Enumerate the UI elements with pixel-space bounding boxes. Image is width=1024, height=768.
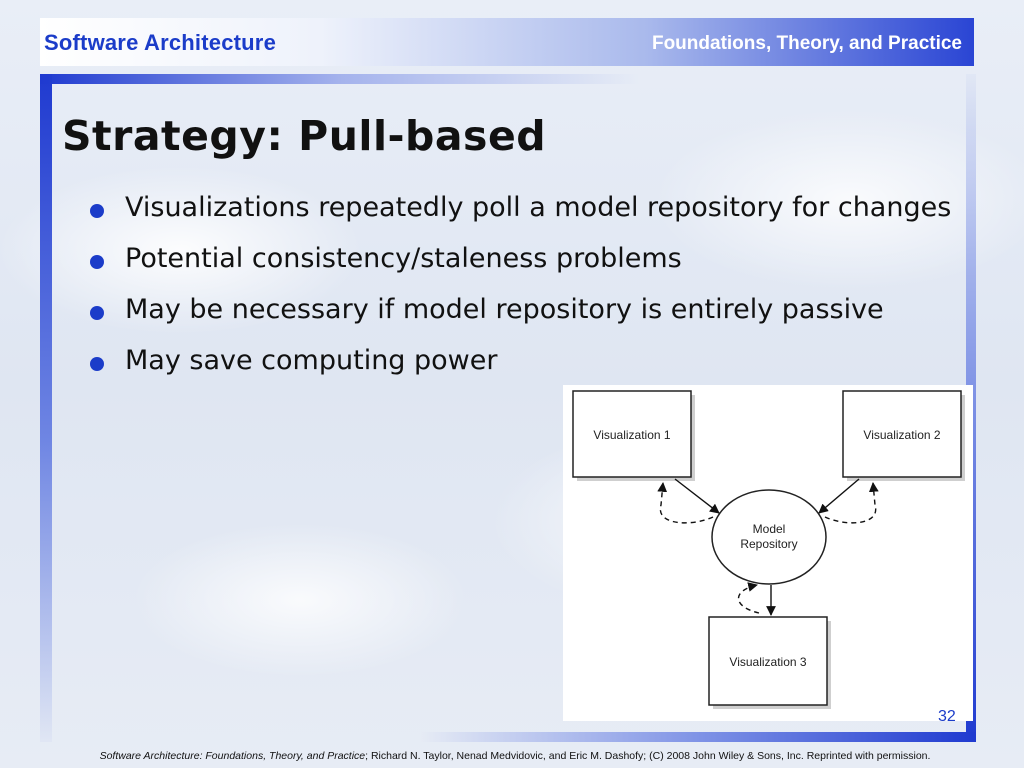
visualization-1-label: Visualization 1 — [593, 428, 670, 442]
bullet-dot-icon — [90, 357, 104, 371]
footer-book-title: Software Architecture: Foundations, Theo… — [99, 750, 366, 762]
bullet-list: Visualizations repeatedly poll a model r… — [86, 188, 966, 392]
visualization-2-box — [842, 390, 962, 478]
repository-label-line1: Model — [753, 522, 786, 536]
response-arrow-2 — [824, 482, 879, 524]
model-repository-node — [711, 489, 827, 585]
footer-citation: Software Architecture: Foundations, Theo… — [0, 750, 1024, 762]
header-bar — [40, 18, 974, 66]
visualization-3-box — [708, 616, 828, 706]
visualization-3-label: Visualization 3 — [729, 655, 806, 669]
response-arrow-1 — [657, 482, 714, 524]
bullet-text: May save computing power — [125, 345, 498, 376]
visualization-1-box — [572, 390, 692, 478]
slide-number: 32 — [938, 708, 956, 725]
bullet-item: May save computing power — [86, 341, 966, 380]
frame-top-bar — [40, 74, 640, 84]
bullet-dot-icon — [90, 306, 104, 320]
bullet-item: May be necessary if model repository is … — [86, 290, 966, 329]
footer-credits: ; Richard N. Taylor, Nenad Medvidovic, a… — [365, 750, 931, 762]
poll-arrow-1 — [674, 478, 720, 514]
bullet-dot-icon — [90, 204, 104, 218]
header-left-title: Software Architecture — [44, 30, 276, 55]
frame-bottom-bar — [420, 732, 976, 742]
header-right-title: Foundations, Theory, and Practice — [651, 33, 962, 54]
poll-arrow-2 — [818, 478, 860, 514]
repository-label-line2: Repository — [740, 537, 797, 551]
response-arrow-3 — [737, 582, 760, 614]
bullet-item: Visualizations repeatedly poll a model r… — [86, 188, 966, 227]
bullet-text: Visualizations repeatedly poll a model r… — [125, 192, 952, 223]
frame-left-bar — [40, 74, 52, 742]
slide-title: Strategy: Pull-based — [62, 112, 547, 160]
pull-based-diagram: Visualization 1 Visualization 2 Visualiz… — [563, 385, 973, 721]
bullet-item: Potential consistency/staleness problems — [86, 239, 966, 278]
visualization-2-label: Visualization 2 — [863, 428, 940, 442]
bullet-text: Potential consistency/staleness problems — [125, 243, 682, 274]
bullet-text: May be necessary if model repository is … — [125, 294, 884, 325]
diagram-svg: Visualization 1 Visualization 2 Visualiz… — [572, 390, 965, 709]
bullet-dot-icon — [90, 255, 104, 269]
